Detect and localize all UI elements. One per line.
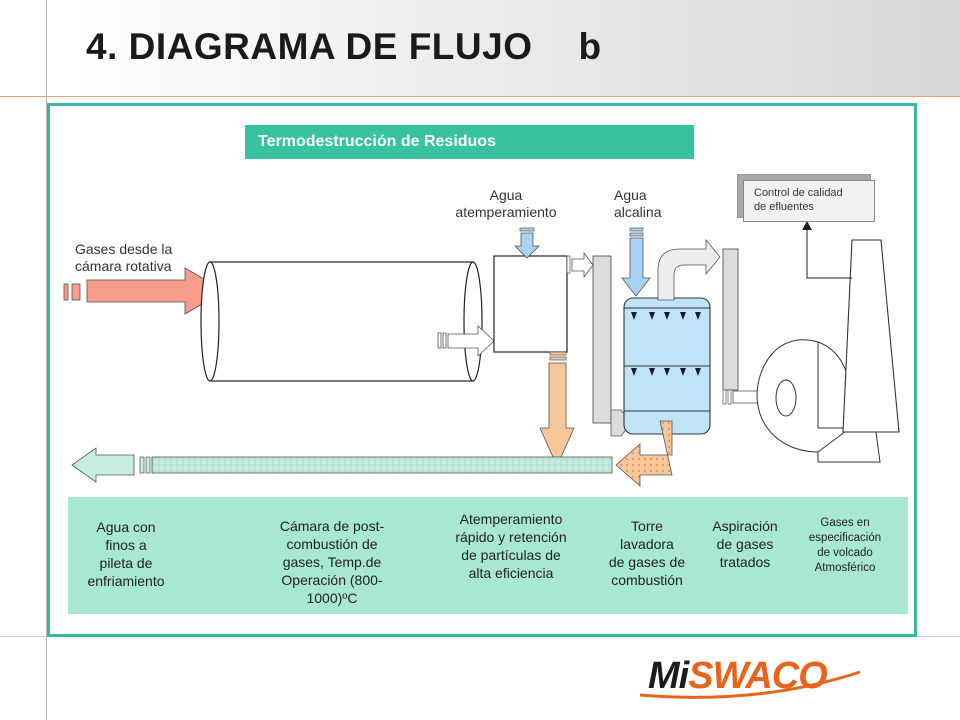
quality-control-line2: de efluentes (754, 201, 814, 213)
sampling-line (802, 221, 852, 279)
caption-quench-line: alta eficiencia (468, 565, 554, 581)
slide-title-text: 4. DIAGRAMA DE FLUJO (86, 26, 533, 67)
alkaline-water-label-line1: Agua (614, 187, 647, 203)
caption-scrubber-line: Torre (631, 518, 663, 534)
caption-water-line: pileta de (99, 555, 153, 571)
chimney-stack (842, 239, 900, 433)
scrubber-tower (623, 297, 711, 435)
caption-stack: Gases en especificación de volcado Atmos… (793, 516, 897, 576)
caption-suction-line: de gases (716, 536, 774, 552)
kiln-outlet-arrow (437, 325, 495, 357)
alkaline-water-label: Agua alcalina (614, 187, 661, 221)
quality-control-line1: Control de calidad (754, 187, 843, 199)
water-return-pipe (71, 420, 673, 487)
slide-title: 4. DIAGRAMA DE FLUJO b (86, 26, 602, 68)
caption-strip (68, 497, 908, 614)
caption-stack-line: de volcado (817, 547, 873, 559)
tempering-water-label-line2: atemperamiento (455, 204, 557, 220)
logo-swoosh (639, 670, 861, 699)
caption-scrubber-line: lavadora (620, 536, 674, 552)
scrubber-gas-outlet-arrow (657, 238, 721, 301)
caption-water-line: enfriamiento (87, 573, 165, 589)
caption-suction-line: tratados (719, 554, 771, 570)
caption-suction-line: Aspiración (712, 518, 778, 534)
caption-post-combustion-line: Cámara de post- (279, 518, 385, 534)
logo-text-left: Mi (648, 655, 689, 697)
post-combustion-chamber (200, 261, 483, 382)
tempering-water-label: Agua atemperamiento (444, 187, 568, 221)
caption-stack-line: especificación (808, 532, 882, 544)
particle-discharge-arrow (539, 351, 575, 467)
caption-water-line: Agua con (96, 519, 156, 535)
caption-quench-line: rápido y retención (455, 529, 567, 545)
gas-inlet-label-line2: cámara rotativa (75, 258, 172, 274)
caption-quench-line: de partículas de (461, 547, 561, 563)
gas-inlet-label-line1: Gases desde la (75, 241, 173, 257)
quench-outlet-arrow (566, 251, 594, 279)
caption-scrubber: Torre lavadora de gases de combustión (597, 517, 697, 589)
fan-duct (722, 248, 739, 391)
slide-title-suffix: b (578, 26, 602, 67)
caption-stack-line: Atmosférico (814, 562, 876, 574)
caption-post-combustion-line: combustión de (286, 536, 378, 552)
company-logo: MiSWACO (648, 655, 828, 698)
header-band (0, 0, 960, 96)
caption-scrubber-line: de gases de (608, 554, 686, 570)
caption-post-combustion-line: 1000)ºC (306, 590, 358, 606)
alkaline-water-label-line2: alcalina (614, 204, 662, 220)
diagram-banner: Termodestrucción de Residuos (245, 125, 694, 159)
caption-quench-line: Atemperamiento (459, 511, 563, 527)
gas-inlet-label: Gases desde la cámara rotativa (75, 241, 172, 275)
induced-draft-fan (756, 339, 881, 463)
tempering-water-arrow (514, 227, 540, 259)
caption-post-combustion-line: gases, Temp.de (282, 554, 382, 570)
alkaline-water-arrow (621, 227, 651, 297)
caption-post-combustion: Cámara de post- combustión de gases, Tem… (257, 517, 407, 607)
tempering-water-label-line1: Agua (489, 187, 523, 203)
riser-duct (592, 255, 612, 424)
left-rule (46, 0, 47, 720)
caption-quench: Atemperamiento rápido y retención de par… (436, 510, 586, 582)
logo-text-right: SWACO (688, 655, 828, 697)
header-divider (0, 96, 960, 97)
quench-vessel (493, 255, 568, 353)
quality-control-box: Control de calidad de efluentes (743, 180, 875, 222)
caption-suction: Aspiración de gases tratados (699, 517, 791, 571)
caption-water-line: finos a (105, 537, 147, 553)
caption-water: Agua con finos a pileta de enfriamiento (76, 518, 176, 590)
caption-post-combustion-line: Operación (800- (281, 572, 383, 588)
caption-scrubber-line: combustión (611, 572, 683, 588)
caption-stack-line: Gases en (820, 517, 870, 529)
